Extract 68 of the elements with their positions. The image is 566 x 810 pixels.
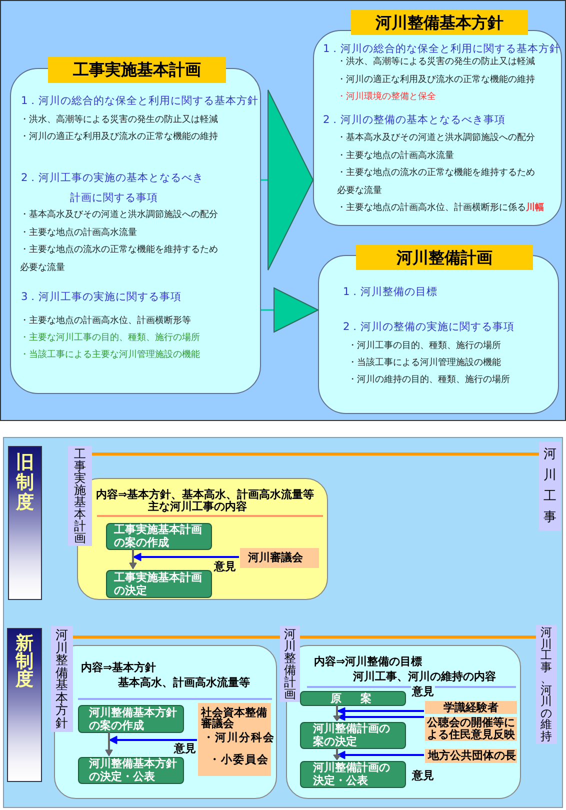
content-text: 内容⇒基本方針、基本高水、計画高水流量等 [96, 488, 314, 501]
process-box: 工事実施基本計画の決定 [106, 570, 212, 598]
vertical-label: 工事実施基本計画 [68, 446, 92, 546]
timeline-line [73, 636, 280, 638]
content-text: 主な河川工事の内容 [148, 500, 247, 514]
arrow [129, 549, 137, 570]
bullet-item: ・河川工事の目的、種類、施行の場所 [348, 340, 501, 352]
process-box: 河川整備基本方針の決定・公表 [78, 757, 184, 784]
chevron-arrow [261, 90, 314, 270]
bullet-item: ・主要な地点の計画高水流量 [337, 150, 454, 162]
heading-banner: 河川整備計画 [356, 245, 533, 270]
edge-label: 意見 [411, 686, 435, 698]
bullet-item: ・河川の適正な利用及び流水の正常な機能の維持 [337, 74, 535, 86]
arrow [105, 732, 113, 756]
stakeholder-box: 学識経験者 [425, 701, 517, 714]
section-heading: 2．河川の整備の実施に関する事項 [343, 321, 515, 334]
stakeholder-box: 公聴会の開催等による住民意見反映 [425, 717, 517, 741]
bullet-item: ・主要な地点の計画高水位、計画横断形に係る川幅 [337, 202, 544, 214]
edge-label: 意見 [213, 561, 237, 573]
bullet-item: ・基本高水及びその河道と洪水調節施設への配分 [337, 132, 535, 144]
section-heading: 2．河川の整備の基本となるべき事項 [323, 114, 506, 127]
bullet-item: ・河川の維持の目的、種類、施行の場所 [348, 374, 510, 386]
bullet-item: ・洪水、高潮等による災害の発生の防止又は軽減 [20, 114, 218, 126]
bullet-item: ・主要な地点の流水の正常な機能を維持するため必要な流量 [20, 244, 219, 275]
gradient-banner: 新制度 [7, 628, 42, 782]
process-box: 河川整備基本方針の案の作成 [78, 705, 184, 733]
stakeholder-box: 河川審議会 [240, 548, 319, 568]
bullet-item: ・主要な河川工事の目的、種類、施行の場所 [20, 332, 200, 344]
content-text: 河川工事、河川の維持の内容 [353, 670, 496, 684]
bullet-item: ・当該工事による主要な河川管理施設の機能 [20, 349, 200, 361]
stakeholder-box: 地方公共団体の長 [425, 749, 517, 763]
section-heading: 1．河川の総合的な保全と利用に関する基本方針 [21, 95, 259, 108]
process-box: 工事実施基本計画の案の作成 [106, 523, 212, 550]
edge-label: 意見 [411, 770, 435, 782]
section-heading: 1．河川整備の目標 [343, 286, 438, 299]
vertical-label: 河川整備計画 [280, 626, 300, 702]
bullet-item: ・主要な地点の計画高水位、計画横断形等 [20, 315, 191, 327]
content-text: 内容⇒河川整備の目標 [314, 655, 422, 668]
bullet-item: ・河川環境の整備と保全 [337, 91, 436, 103]
list-item: ・河川分科会 [203, 731, 275, 744]
section-heading: 3．河川工事の実施に関する事項 [21, 291, 182, 304]
arrow [333, 705, 341, 722]
bullet-item: ・主要な地点の流水の正常な機能を維持するため必要な流量 [337, 166, 536, 198]
section-heading: 1．河川の総合的な保全と利用に関する基本方針 [323, 43, 561, 56]
edge-label: 意見 [173, 743, 197, 755]
bullet-item: ・基本高水及びその河道と洪水調節施設への配分 [20, 209, 218, 221]
content-text: 内容⇒基本方針 [81, 661, 156, 674]
vertical-label: 河川工事 [539, 442, 561, 531]
list-item: ・小委員会 [209, 753, 269, 766]
process-box: 原 案 [300, 691, 406, 706]
bullet-item: ・当該工事による河川管理施設の機能 [348, 357, 501, 369]
vertical-label: 河川工事、河川の維持 [536, 625, 557, 744]
arrow [333, 748, 341, 760]
timeline-line [300, 636, 536, 638]
bullet-item: ・洪水、高潮等による災害の発生の防止又は軽減 [337, 56, 535, 68]
section-heading: 2．河川工事の実施の基本となるべき計画に関する事項 [21, 171, 205, 206]
heading-banner: 工事実施基本計画 [48, 57, 226, 83]
bullet-item: ・河川の適正な利用及び流水の正常な機能の維持 [20, 131, 218, 143]
timeline-line [92, 452, 539, 456]
process-box: 河川整備計画の案の決定 [300, 722, 406, 749]
process-box: 河川整備計画の決定・公表 [300, 761, 406, 788]
bullet-item: ・主要な地点の計画高水流量 [20, 227, 137, 239]
content-text: 基本高水、計画高水流量等 [118, 676, 250, 690]
gradient-banner: 旧制度 [8, 446, 42, 600]
vertical-label: 河川整備基本方針 [51, 626, 73, 732]
heading-banner: 河川整備基本方針 [351, 10, 528, 35]
chevron-arrow [261, 287, 320, 333]
committee-name: 社会資本整備審議会 [201, 707, 268, 729]
